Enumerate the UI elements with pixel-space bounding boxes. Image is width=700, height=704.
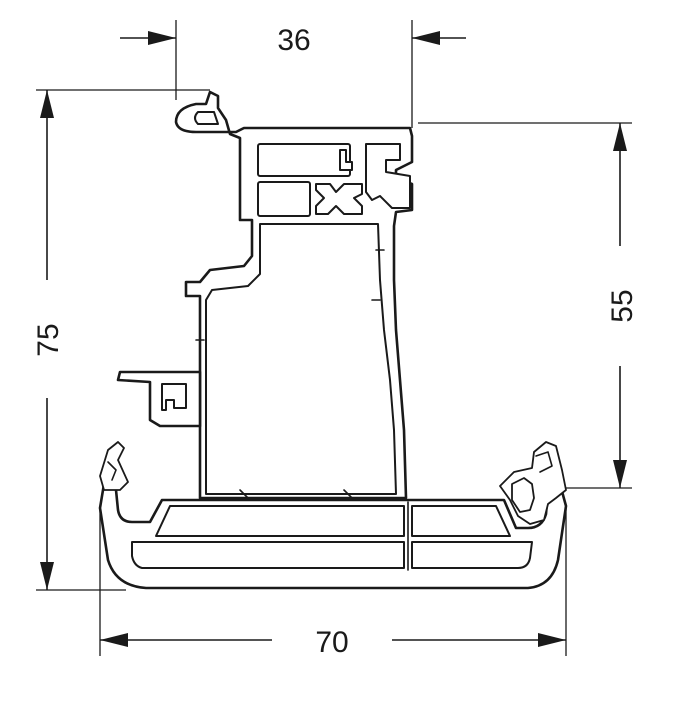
- arrow-bottom-right: [538, 633, 566, 647]
- chamber-mid-left: [257, 181, 311, 217]
- dimension-bottom-width: 70: [99, 506, 567, 659]
- arrow-right-top: [613, 123, 627, 151]
- tray-chamber-lower-right: [411, 541, 533, 569]
- dimension-label-top-width: 36: [277, 24, 310, 57]
- arrow-top-left: [148, 31, 176, 45]
- arrow-top-right: [412, 31, 440, 45]
- arrow-height-top: [40, 90, 54, 118]
- rib-bottom-2: [343, 489, 353, 499]
- left-gasket: [99, 441, 129, 491]
- rib-bottom-1: [239, 489, 249, 499]
- profile-left-hook: [116, 370, 202, 428]
- left-gasket-detail: [107, 461, 117, 481]
- chamber-left-hook-inner: [161, 383, 187, 411]
- window-profile-section: [98, 90, 568, 590]
- tray-chamber-lower-left: [131, 541, 405, 569]
- chamber-top-right-groove: [365, 143, 411, 209]
- tray-chamber-upper-right: [411, 505, 511, 537]
- arrow-right-bottom: [613, 460, 627, 488]
- chamber-top-left-upper: [257, 143, 351, 177]
- profile-top-nib: [194, 111, 219, 125]
- dimension-label-overall-height: 75: [32, 323, 65, 356]
- dimension-right-height: 55: [418, 122, 639, 489]
- chamber-top-left-notch: [339, 149, 353, 171]
- right-gasket-insert: [511, 477, 535, 513]
- dimension-label-bottom-width: 70: [315, 626, 348, 659]
- tray-chamber-upper-left: [155, 505, 405, 537]
- chamber-main-central: [205, 223, 397, 495]
- arrow-height-bottom: [40, 562, 54, 590]
- arrow-bottom-left: [100, 633, 128, 647]
- dimension-label-right-height: 55: [606, 289, 639, 322]
- dimension-top-width: 36: [120, 20, 466, 128]
- chamber-cross-slot: [315, 183, 363, 215]
- right-gasket-lip: [535, 451, 553, 473]
- dimension-overall-height: 75: [32, 89, 210, 591]
